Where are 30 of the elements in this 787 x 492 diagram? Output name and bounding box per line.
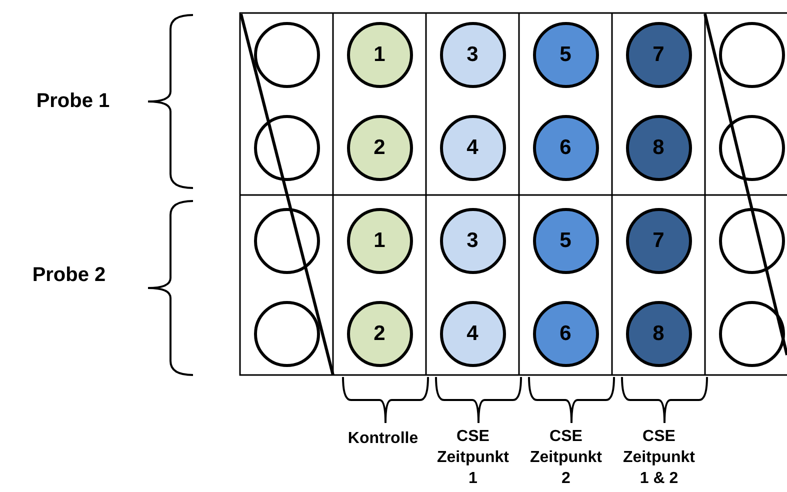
empty-well (254, 208, 320, 274)
column-group-label: CSE Zeitpunkt 1 & 2 (622, 427, 696, 489)
column-group-label: CSE Zeitpunkt 2 (529, 427, 603, 489)
empty-well (719, 22, 785, 88)
empty-well (719, 208, 785, 274)
row-group-label: Probe 1 (35, 89, 111, 114)
column-group-label: Kontrolle (346, 429, 420, 449)
well-number: 1 (374, 43, 386, 67)
well-number: 5 (560, 43, 572, 67)
empty-well (254, 301, 320, 367)
well-number: 6 (560, 136, 572, 160)
row-group-label: Probe 2 (31, 263, 107, 288)
well-number: 7 (652, 43, 664, 67)
well-number: 7 (652, 229, 664, 253)
well-number: 4 (466, 322, 478, 346)
well-number: 1 (374, 229, 386, 253)
column-group-label: CSE Zeitpunkt 1 (436, 427, 510, 489)
well-number: 2 (374, 322, 386, 346)
well-number: 8 (652, 136, 664, 160)
well-number: 6 (560, 322, 572, 346)
well-number: 4 (466, 136, 478, 160)
empty-well (719, 301, 785, 367)
empty-well (254, 115, 320, 181)
empty-well (254, 22, 320, 88)
well-number: 3 (466, 229, 478, 253)
well-number: 2 (374, 136, 386, 160)
well-number: 3 (466, 43, 478, 67)
empty-well (719, 115, 785, 181)
well-number: 5 (560, 229, 572, 253)
well-number: 8 (652, 322, 664, 346)
